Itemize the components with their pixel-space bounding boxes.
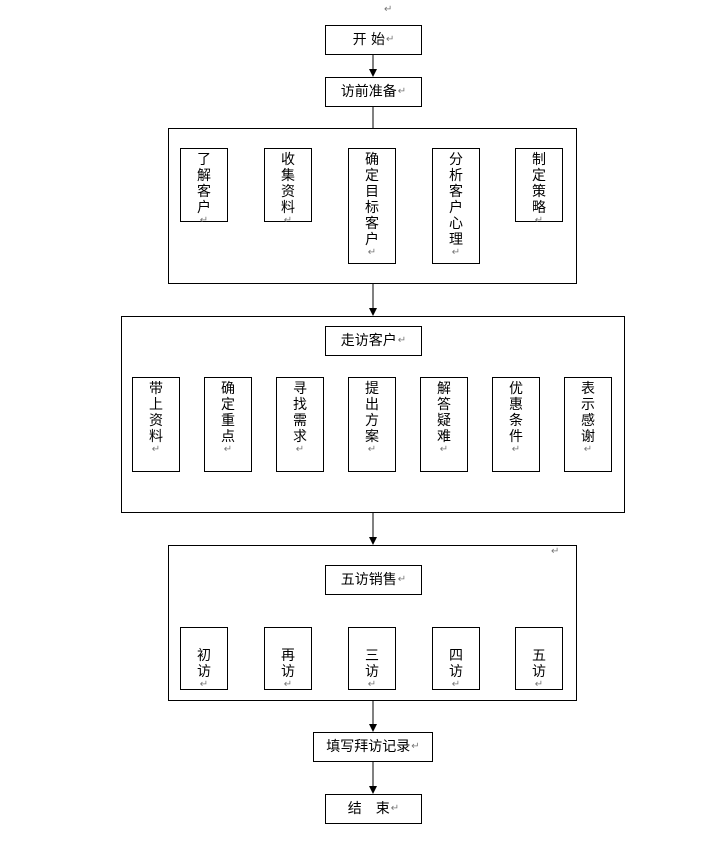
five-step-fifth-visit: 五访↵ bbox=[515, 627, 563, 690]
five-step-first-visit: 初访↵ bbox=[180, 627, 228, 690]
five-step-third-visit: 三访↵ bbox=[348, 627, 396, 690]
end-label: 结 束 bbox=[347, 801, 390, 817]
prep-label: 访前准备 bbox=[340, 84, 397, 100]
five-step-fourth-visit: 四访↵ bbox=[432, 627, 480, 690]
start-node: 开 始↵ bbox=[325, 25, 422, 55]
visit-step-bring-materials: 带上资料↵ bbox=[132, 377, 180, 472]
visit-step-answer-questions: 解答疑难↵ bbox=[420, 377, 468, 472]
start-label: 开 始 bbox=[352, 32, 386, 48]
visit-step-find-needs: 寻找需求↵ bbox=[276, 377, 324, 472]
visit-node: 走访客户↵ bbox=[325, 326, 422, 356]
five-visit-label: 五访销售 bbox=[340, 572, 397, 588]
visit-label: 走访客户 bbox=[340, 333, 397, 349]
prep-step-make-strategy: 制定策略↵ bbox=[515, 148, 563, 226]
five-step-second-visit: 再访↵ bbox=[264, 627, 312, 690]
paragraph-mark-top: ↵ bbox=[384, 4, 393, 15]
visit-step-express-thanks: 表示感谢↵ bbox=[564, 377, 612, 472]
prep-node: 访前准备↵ bbox=[325, 77, 422, 107]
prep-step-target-customer: 确定目标客户↵ bbox=[348, 148, 396, 264]
prep-step-collect-materials: 收集资料↵ bbox=[264, 148, 312, 226]
end-node: 结 束↵ bbox=[325, 794, 422, 824]
visit-step-propose-plan: 提出方案↵ bbox=[348, 377, 396, 472]
visit-step-offer-terms: 优惠条件↵ bbox=[492, 377, 540, 472]
paragraph-mark-five-group: ↵ bbox=[551, 546, 560, 557]
five-visit-node: 五访销售↵ bbox=[325, 565, 422, 595]
record-label: 填写拜访记录 bbox=[326, 739, 411, 755]
record-node: 填写拜访记录↵ bbox=[313, 732, 433, 762]
prep-step-analyze-psychology: 分析客户心理↵ bbox=[432, 148, 480, 264]
prep-step-understand-customer: 了解客户↵ bbox=[180, 148, 228, 226]
visit-step-key-points: 确定重点↵ bbox=[204, 377, 252, 472]
